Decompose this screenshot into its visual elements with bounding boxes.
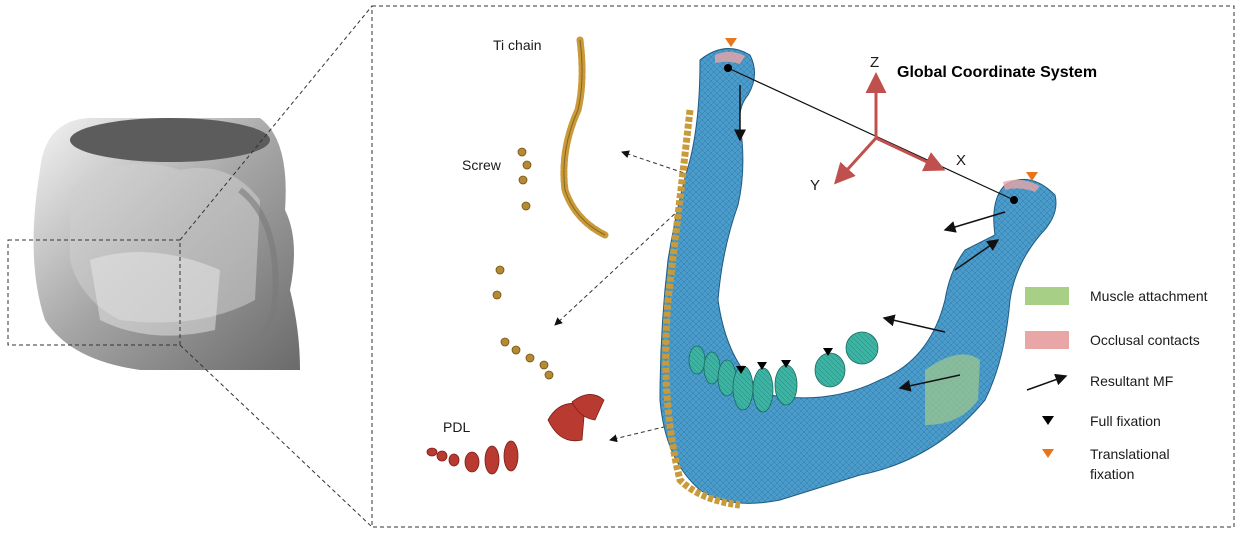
legend-triangle-translational xyxy=(1042,449,1054,458)
legend-triangle-full xyxy=(1042,416,1054,425)
condyle-point-left xyxy=(724,64,732,72)
label-pdl: PDL xyxy=(443,419,470,435)
explode-arrow-chain xyxy=(622,152,690,175)
ct-head-scan xyxy=(34,118,300,370)
legend-label-translational-2: fixation xyxy=(1090,466,1134,482)
mandible-model xyxy=(660,49,1056,505)
legend-swatch-occlusal xyxy=(1025,331,1069,349)
legend-label-occlusal: Occlusal contacts xyxy=(1090,332,1200,348)
screw-models xyxy=(493,148,553,379)
zoom-line-bottom xyxy=(180,345,372,527)
translational-fixation-marker-left xyxy=(725,38,737,47)
label-ti-chain: Ti chain xyxy=(493,37,542,53)
intercondylar-line xyxy=(728,68,1014,200)
axis-label-y: Y xyxy=(810,177,820,194)
label-screw: Screw xyxy=(462,157,502,173)
legend-arrow-resultant xyxy=(1027,376,1066,390)
legend-label-translational: Translational xyxy=(1090,446,1170,462)
axis-label-x: X xyxy=(956,152,966,169)
coordinate-system-title: Global Coordinate System xyxy=(897,64,1097,81)
condyle-point-right xyxy=(1010,196,1018,204)
coordinate-axes xyxy=(838,78,940,180)
explode-arrow-pdl xyxy=(610,425,672,440)
legend-swatch-muscle xyxy=(1025,287,1069,305)
legend-label-resultant: Resultant MF xyxy=(1090,373,1173,389)
axis-label-z: Z xyxy=(870,54,879,71)
legend-label-muscle: Muscle attachment xyxy=(1090,288,1208,304)
ti-chain-model xyxy=(564,40,605,235)
legend-label-full: Full fixation xyxy=(1090,413,1161,429)
legend: Muscle attachment Occlusal contacts Resu… xyxy=(1025,287,1208,482)
